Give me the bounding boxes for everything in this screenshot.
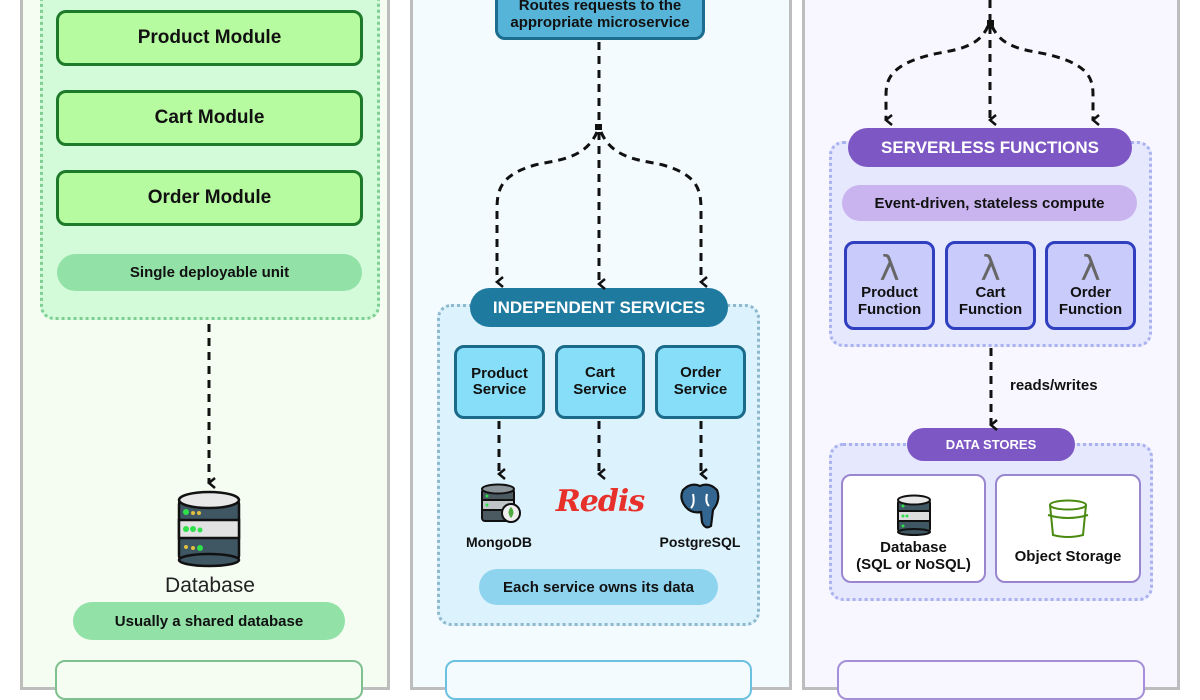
object-storage-store: Object Storage — [995, 474, 1141, 583]
serverless-functions-header: SERVERLESS FUNCTIONS — [848, 128, 1132, 167]
service-line2: Service — [673, 380, 728, 398]
serverless-footer-box — [837, 660, 1145, 700]
single-deployable-unit-note: Single deployable unit — [57, 254, 362, 291]
database-label: Database — [165, 574, 255, 597]
store-line2: (SQL or NoSQL) — [856, 555, 971, 573]
mongodb-label: MongoDB — [465, 534, 533, 550]
product-module: Product Module — [56, 10, 363, 66]
service-line2: Service — [472, 381, 527, 398]
lambda-icon: λ — [879, 248, 900, 289]
lambda-icon: λ — [1080, 248, 1101, 289]
api-gateway-box: Routes requests to the appropriate micro… — [495, 0, 705, 40]
function-line2: Function — [958, 300, 1023, 318]
database-store: Database(SQL or NoSQL) — [841, 474, 986, 583]
redis-logo: Redis — [555, 484, 645, 519]
gateway-line-2: appropriate microservice — [510, 13, 690, 31]
mongodb-icon — [481, 483, 521, 523]
function-line1: Order — [1070, 284, 1111, 302]
postgresql-label: PostgreSQL — [659, 534, 741, 550]
function-line2: Function — [1058, 300, 1123, 318]
event-driven-note: Event-driven, stateless compute — [842, 185, 1137, 221]
function-line2: Function — [857, 300, 922, 318]
function-line1: Cart — [975, 284, 1006, 302]
service-line1: Cart — [584, 364, 615, 381]
reads-writes-label: reads/writes — [1010, 377, 1098, 394]
shared-database-note: Usually a shared database — [73, 602, 345, 640]
database-icon — [177, 490, 241, 568]
service-line1: Product — [471, 364, 528, 382]
lambda-icon: λ — [980, 248, 1001, 289]
order-module: Order Module — [56, 170, 363, 226]
gateway-line-1: Routes requests to the — [518, 0, 682, 14]
postgresql-elephant-icon — [680, 483, 720, 529]
monolith-footer-box — [55, 660, 363, 700]
independent-services-header: INDEPENDENT SERVICES — [470, 288, 728, 327]
service-line1: Order — [680, 364, 721, 381]
database-icon — [896, 494, 931, 536]
data-stores-header: DATA STORES — [907, 428, 1075, 461]
store-line1: Object Storage — [1014, 547, 1122, 565]
store-line1: Database — [880, 539, 947, 556]
function-line1: Product — [861, 284, 918, 302]
bucket-icon — [1047, 499, 1089, 538]
service-line2: Service — [573, 380, 627, 398]
service-data-note: Each service owns its data — [479, 569, 718, 605]
cart-module: Cart Module — [56, 90, 363, 146]
microservices-footer-box — [445, 660, 752, 700]
